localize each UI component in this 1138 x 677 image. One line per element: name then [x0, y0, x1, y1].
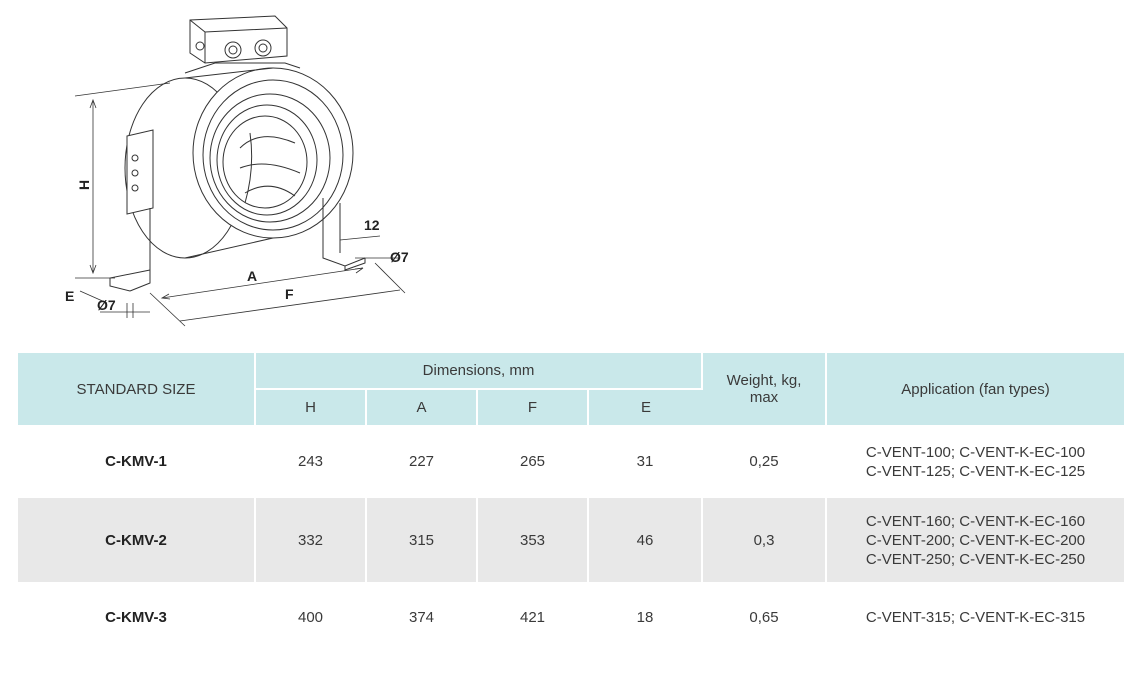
label-dia-left: Ø7: [97, 297, 116, 313]
weight-cell: 0,3: [703, 498, 827, 582]
size-cell: C-KMV-1: [18, 425, 256, 498]
header-standard-size: STANDARD SIZE: [18, 353, 256, 425]
application-cell: C-VENT-100; C-VENT-K-EC-100 C-VENT-125; …: [827, 425, 1124, 498]
header-h: H: [256, 388, 367, 425]
h-cell: 332: [256, 498, 367, 582]
header-application: Application (fan types): [827, 353, 1124, 425]
size-cell: C-KMV-2: [18, 498, 256, 582]
table-row: C-KMV-1 243 227 265 31 0,25 C-VENT-100; …: [18, 425, 1124, 498]
weight-cell: 0,65: [703, 582, 827, 652]
application-line: C-VENT-200; C-VENT-K-EC-200: [865, 531, 1086, 549]
h-cell: 243: [256, 425, 367, 498]
table-row: C-KMV-3 400 374 421 18 0,65 C-VENT-315; …: [18, 582, 1124, 652]
a-cell: 374: [367, 582, 478, 652]
a-cell: 227: [367, 425, 478, 498]
h-cell: 400: [256, 582, 367, 652]
header-dimensions: Dimensions, mm: [256, 353, 703, 388]
label-h: H: [76, 180, 92, 190]
fan-mount-diagram: H A F E Ø7 Ø7 12: [65, 15, 409, 327]
application-line: C-VENT-315; C-VENT-K-EC-315: [865, 608, 1086, 626]
f-cell: 265: [478, 425, 589, 498]
label-dia-right: Ø7: [390, 249, 409, 265]
e-cell: 31: [589, 425, 703, 498]
header-a: A: [367, 388, 478, 425]
e-cell: 46: [589, 498, 703, 582]
application-cell: C-VENT-160; C-VENT-K-EC-160 C-VENT-200; …: [827, 498, 1124, 582]
label-f: F: [285, 286, 294, 302]
header-f: F: [478, 388, 589, 425]
a-cell: 315: [367, 498, 478, 582]
application-cell: C-VENT-315; C-VENT-K-EC-315: [827, 582, 1124, 652]
table-row: C-KMV-2 332 315 353 46 0,3 C-VENT-160; C…: [18, 498, 1124, 582]
header-e: E: [589, 388, 703, 425]
application-line: C-VENT-250; C-VENT-K-EC-250: [865, 550, 1086, 568]
size-cell: C-KMV-3: [18, 582, 256, 652]
f-cell: 353: [478, 498, 589, 582]
application-line: C-VENT-125; C-VENT-K-EC-125: [865, 462, 1086, 480]
e-cell: 18: [589, 582, 703, 652]
label-a: A: [247, 268, 257, 284]
f-cell: 421: [478, 582, 589, 652]
spec-table: STANDARD SIZE Dimensions, mm Weight, kg,…: [18, 353, 1124, 652]
fan-mount-drawing: H A F E Ø7 Ø7 12: [55, 8, 425, 338]
weight-cell: 0,25: [703, 425, 827, 498]
header-weight: Weight, kg, max: [703, 353, 827, 425]
label-e: E: [65, 288, 74, 304]
application-line: C-VENT-100; C-VENT-K-EC-100: [865, 443, 1086, 461]
label-slot: 12: [364, 217, 380, 233]
application-line: C-VENT-160; C-VENT-K-EC-160: [865, 512, 1086, 530]
